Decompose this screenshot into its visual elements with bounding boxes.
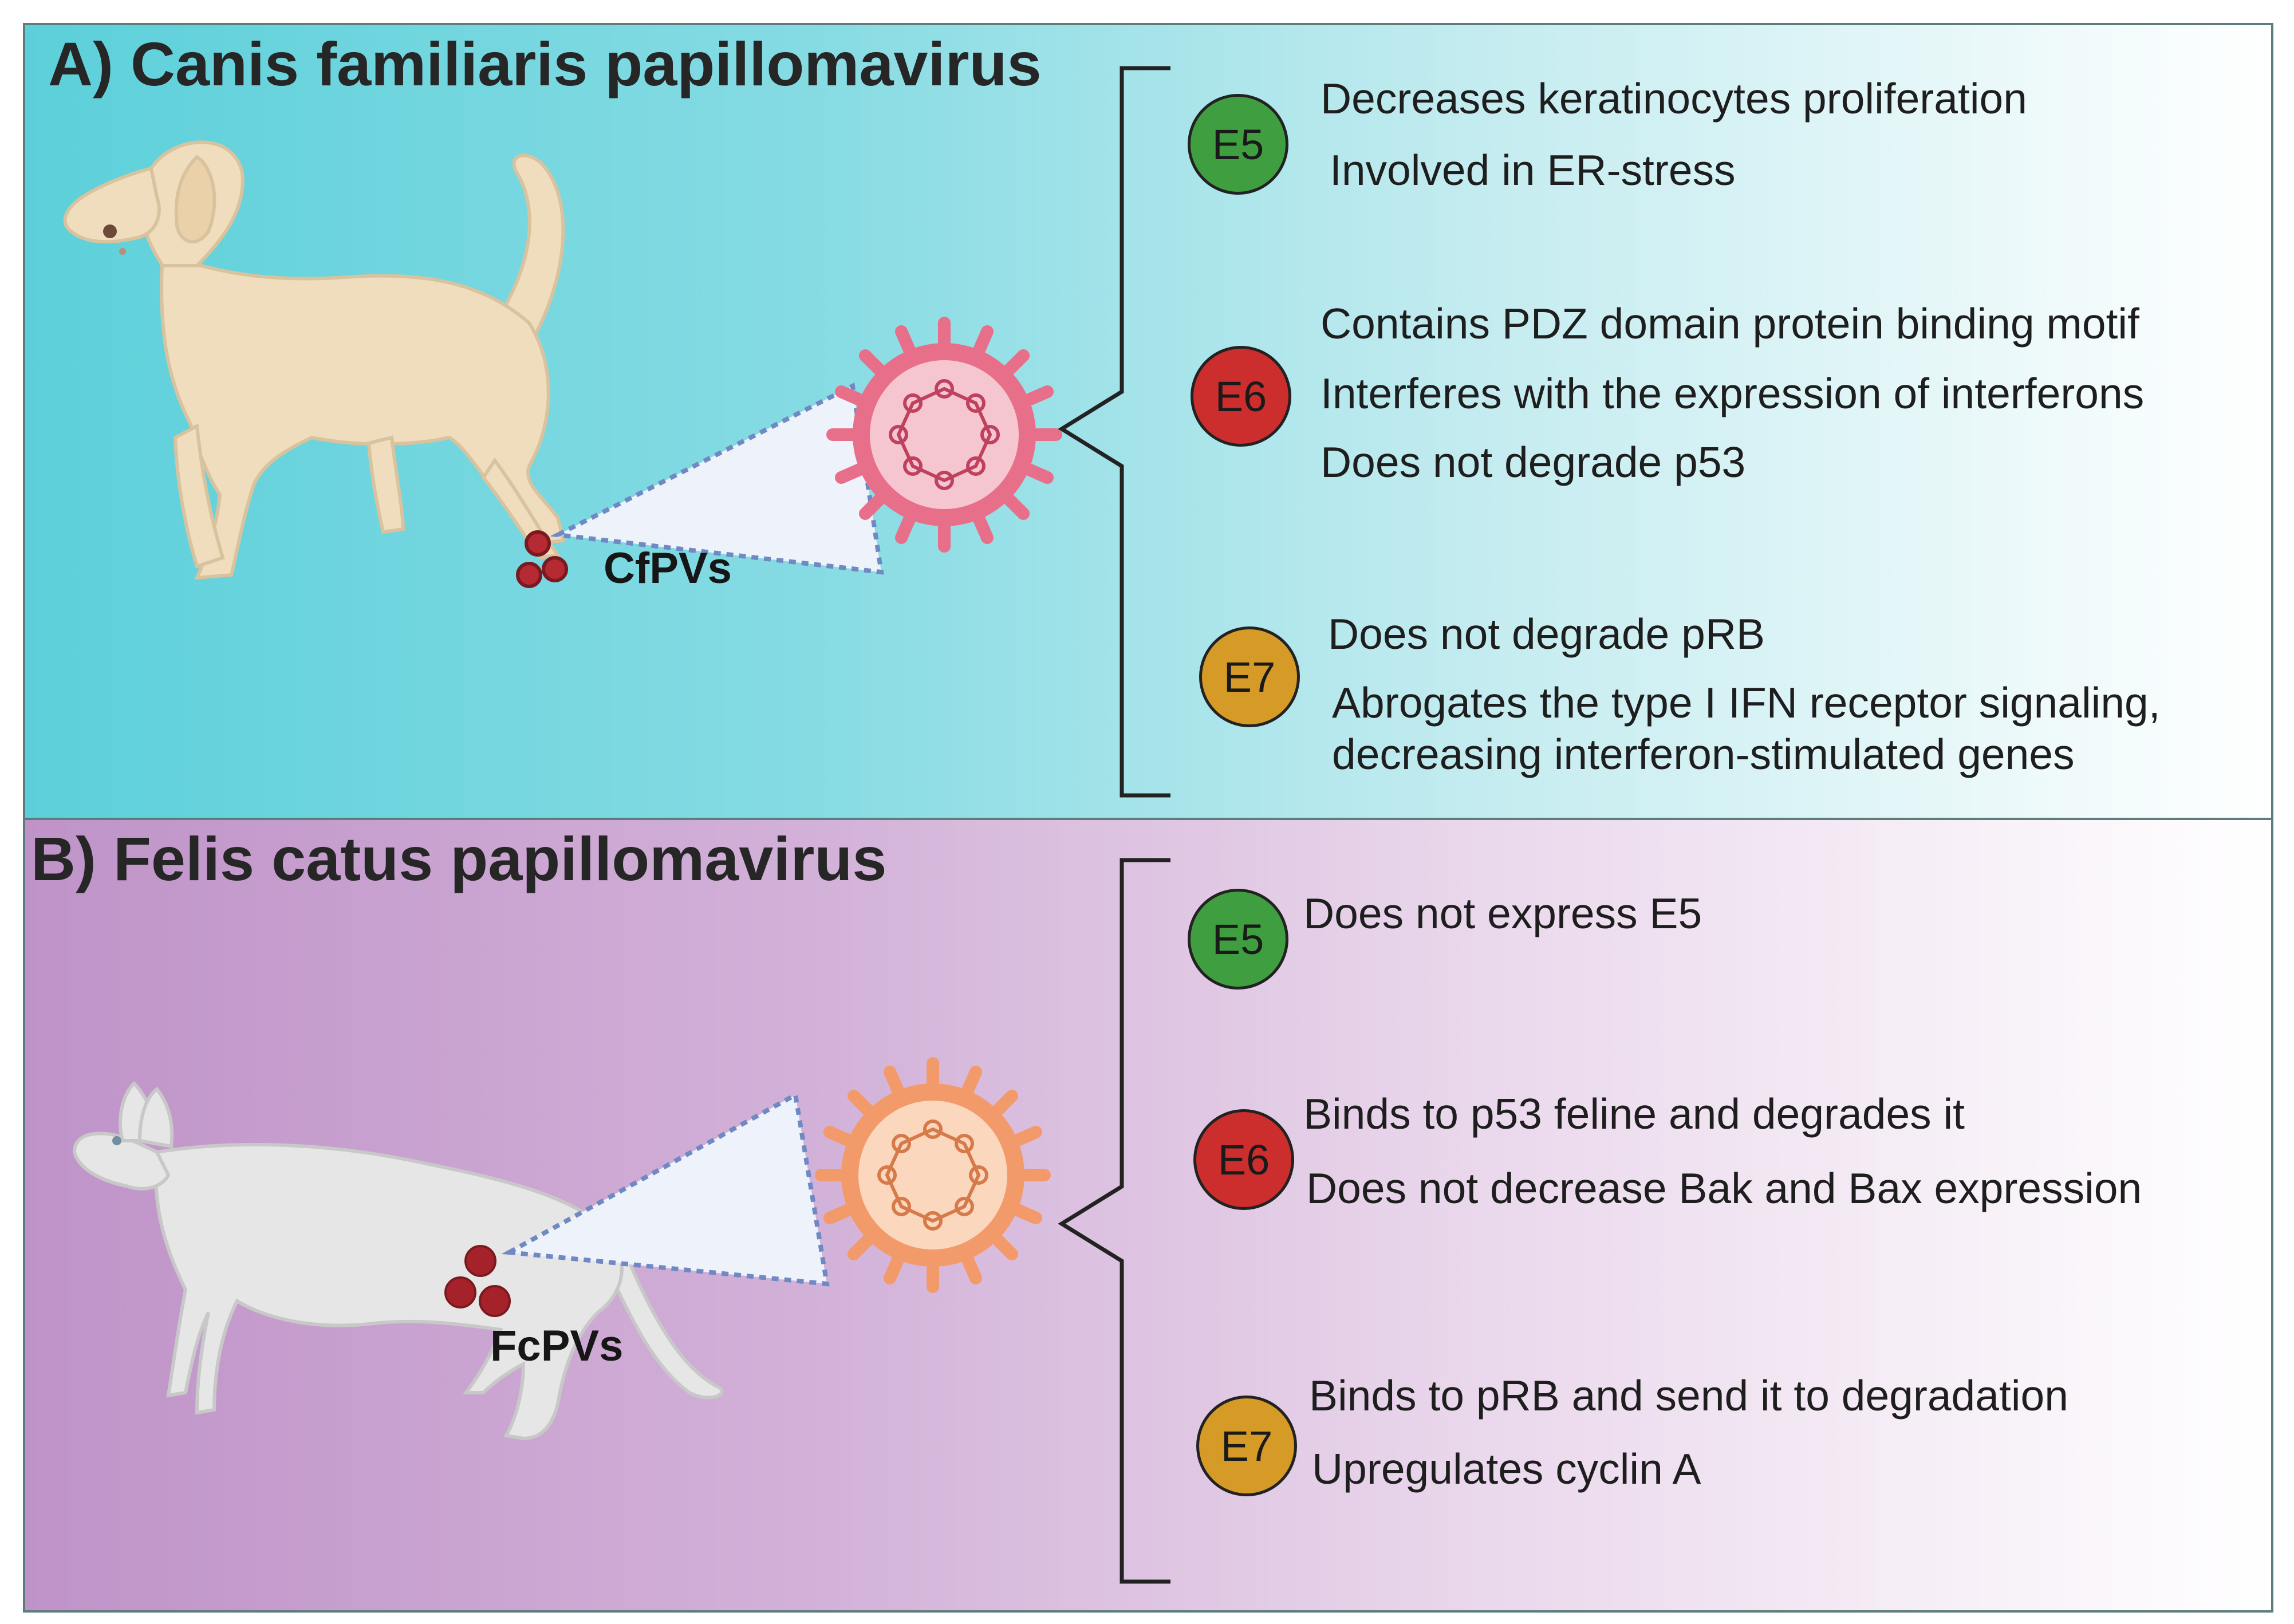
cat-illustration (73, 1081, 724, 1441)
panel-b-illustration (73, 858, 1170, 1584)
gene-description: Contains PDZ domain protein binding moti… (1321, 299, 2139, 348)
gene-description: Does not decrease Bak and Bax expression (1306, 1164, 2142, 1212)
e7-badge: E7 (1199, 626, 1300, 727)
gene-description: Abrogates the type I IFN receptor signal… (1332, 679, 2161, 727)
gene-description: Does not degrade pRB (1328, 610, 1765, 658)
zoom-cone (501, 1091, 830, 1287)
e5-badge: E5 (1188, 94, 1288, 195)
panel-b-title: B) Felis catus papillomavirus (31, 824, 887, 893)
virus-particle-icon (826, 317, 1062, 553)
dog-eye (119, 248, 126, 255)
gene-description: Upregulates cyclin A (1312, 1445, 1701, 1493)
fcpvs-label: FcPVs (490, 1322, 624, 1370)
gene-description: Decreases keratinocytes proliferation (1321, 74, 2027, 123)
gene-description: Binds to pRB and send it to degradation (1309, 1371, 2068, 1420)
gene-description: Does not degrade p53 (1321, 438, 1746, 486)
gene-description: Involved in ER-stress (1330, 146, 1736, 194)
e6-badge: E6 (1191, 346, 1291, 447)
panel-a-illustration (63, 66, 1170, 798)
zoom-cone (550, 382, 884, 575)
gene-description: Binds to p53 feline and degrades it (1303, 1090, 1965, 1138)
e6-badge: E6 (1193, 1109, 1294, 1210)
cat-eye (112, 1136, 121, 1145)
dog-illustration (63, 140, 566, 580)
e5-badge: E5 (1188, 889, 1288, 990)
bracket-a (1058, 66, 1170, 798)
virus-particle-icon (815, 1057, 1051, 1293)
panel-a-title: A) Canis familiaris papillomavirus (48, 29, 1042, 98)
lesion-dots (516, 530, 568, 588)
cfpvs-label: CfPVs (604, 544, 732, 593)
panel-canis-familiaris: A) Canis familiaris papillomavirus CfPVs… (23, 23, 2273, 820)
e7-badge: E7 (1196, 1396, 1297, 1496)
bracket-b (1058, 858, 1170, 1584)
gene-description: decreasing interferon-stimulated genes (1332, 730, 2075, 778)
gene-description: Does not express E5 (1303, 889, 1702, 937)
panel-felis-catus: B) Felis catus papillomavirus FcPVs E5 D… (23, 818, 2273, 1613)
lesion-dots (444, 1245, 511, 1317)
dog-nose (103, 224, 117, 238)
gene-description: Interferes with the expression of interf… (1321, 369, 2145, 417)
